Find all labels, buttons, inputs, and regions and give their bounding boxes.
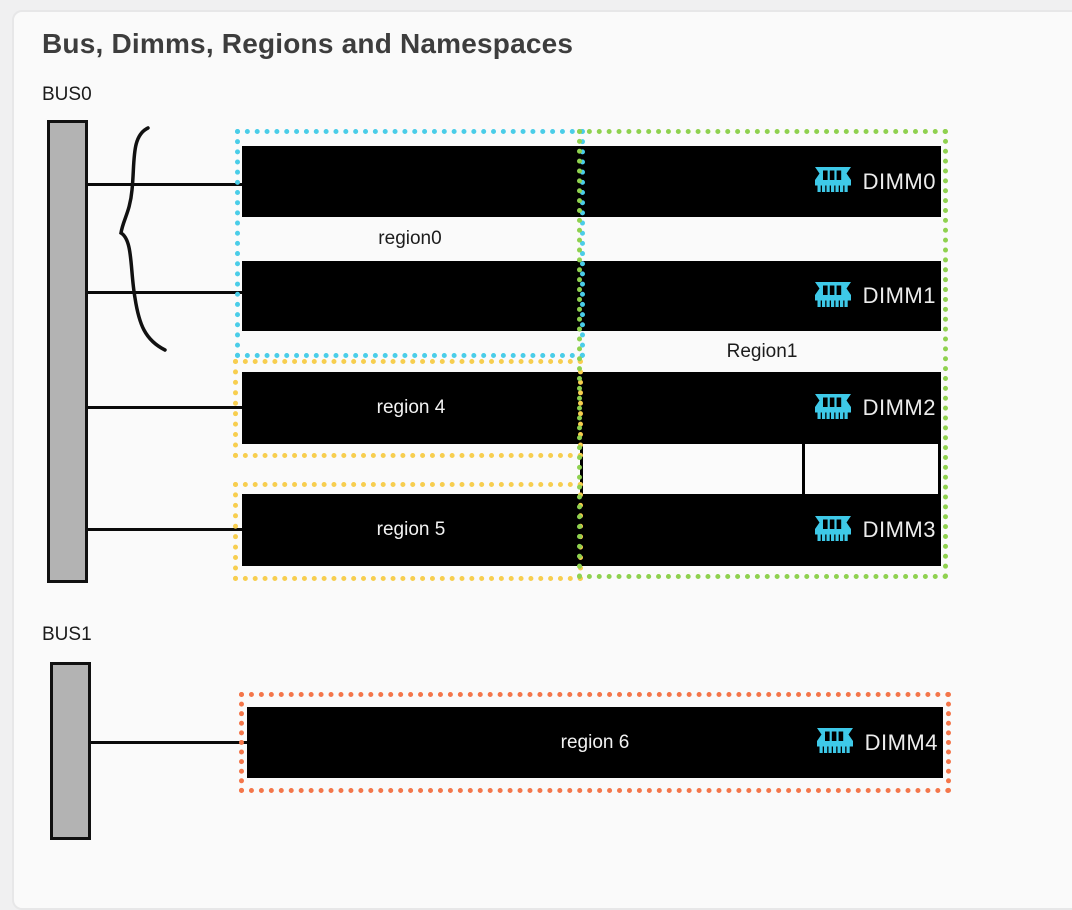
dimm2-bar: region 4 DIMM2 [242,372,941,444]
dimm4-bar: region 6 DIMM4 [247,707,943,778]
memory-module-icon [814,515,851,541]
bus0-bar [47,120,88,583]
memory-module-icon [814,281,851,307]
dimm1-bar: DIMM1 [242,261,941,331]
bus0-label: BUS0 [42,84,92,105]
bus0-dimm1-connector [86,291,244,294]
dimm3-bar: region 5 DIMM3 [242,494,941,566]
region4-label: region 4 [376,397,446,418]
region0-label: region0 [378,228,442,249]
bus1-label: BUS1 [42,624,92,645]
memory-module-icon [814,393,851,419]
region5-label: region 5 [376,519,446,540]
bus0-dimm0-connector [86,183,244,186]
dimm0-label: DIMM0 [862,168,936,194]
brace-squiggle [119,126,167,352]
namespace-divider [802,444,805,494]
bus0-dimm3-connector [86,528,244,531]
dimm2-label: DIMM2 [862,395,936,420]
region6-label: region 6 [560,731,630,753]
region6-outline [239,692,951,793]
memory-module-icon [814,167,851,192]
dimm2-unit: DIMM2 [812,372,936,444]
bus0-dimm2-connector [86,406,244,409]
bus1-dimm4-connector [89,741,249,744]
diagram-stage: Bus, Dimms, Regions and Namespaces BUS0 … [42,28,951,840]
region1-label: Region1 [726,341,798,362]
dimm0-unit: DIMM0 [812,146,936,217]
dimm3-unit: DIMM3 [812,494,936,566]
dimm1-label: DIMM1 [862,283,936,308]
dimm4-label: DIMM4 [864,729,938,755]
memory-module-icon [816,728,853,753]
dimm1-unit: DIMM1 [812,261,936,331]
dimm0-bar: DIMM0 [242,146,941,217]
region1-outline [577,129,948,579]
region4-outline [233,359,583,458]
page-title: Bus, Dimms, Regions and Namespaces [42,28,574,59]
region0-outline [235,129,585,358]
bus1-bar [50,662,91,840]
dimm3-label: DIMM3 [862,517,936,542]
dimm4-unit: DIMM4 [814,707,938,778]
region5-outline [233,482,583,581]
